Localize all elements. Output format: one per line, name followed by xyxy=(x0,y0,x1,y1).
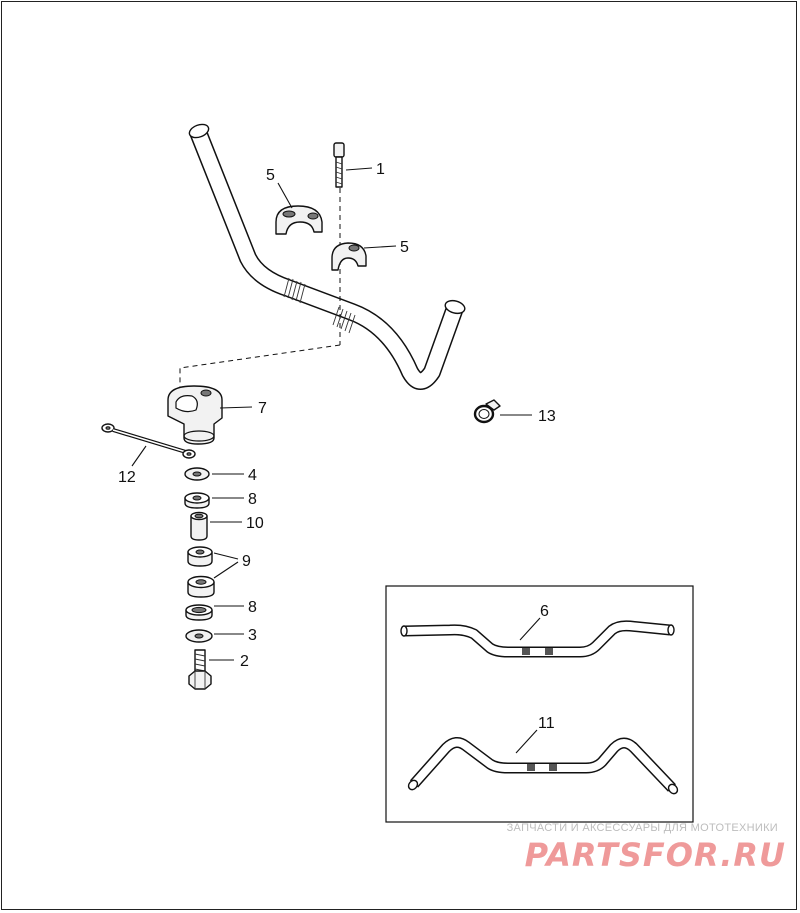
callout-9: 9 xyxy=(242,553,251,570)
part-13-clip xyxy=(473,399,501,424)
callout-12: 12 xyxy=(118,469,136,486)
part-12-ground-strap xyxy=(101,423,196,459)
watermark: ЗАПЧАСТИ И АКСЕССУАРЫ ДЛЯ МОТОТЕХНИКИ PA… xyxy=(507,822,786,874)
part-1-bolt xyxy=(333,142,345,188)
part-5-clamp-left xyxy=(275,205,323,235)
callout-4: 4 xyxy=(248,467,257,484)
part-3-washer xyxy=(185,629,213,643)
callout-5-right: 5 xyxy=(400,239,409,256)
callout-labels: 1 5 5 7 12 4 8 10 9 8 3 2 13 6 11 xyxy=(118,161,556,732)
callout-8-upper: 8 xyxy=(248,491,257,508)
watermark-caption: ЗАПЧАСТИ И АКСЕССУАРЫ ДЛЯ МОТОТЕХНИКИ xyxy=(507,822,778,834)
callout-7: 7 xyxy=(258,400,267,417)
leader-lines xyxy=(131,167,541,754)
callout-10: 10 xyxy=(246,515,264,532)
part-4-washer xyxy=(184,467,210,481)
part-10-spacer-sleeve xyxy=(190,511,208,541)
part-2-bolt xyxy=(188,649,212,690)
part-8-cup-washer-upper xyxy=(184,492,210,509)
part-7-riser xyxy=(167,385,223,445)
callout-2: 2 xyxy=(240,653,249,670)
part-9-bushing-lower xyxy=(187,575,215,598)
callout-5-left: 5 xyxy=(266,167,275,184)
callout-3: 3 xyxy=(248,627,257,644)
part-5-clamp-right xyxy=(331,242,367,271)
part-9-bushing-upper xyxy=(187,546,213,567)
callout-1: 1 xyxy=(376,161,385,178)
callout-8-lower: 8 xyxy=(248,599,257,616)
part-8-cup-washer-lower xyxy=(185,604,213,621)
watermark-logo: PARTSFOR.RU xyxy=(525,836,786,874)
part-11-handlebar-alternate xyxy=(407,737,679,795)
callout-13: 13 xyxy=(538,408,556,425)
part-6-handlebar-alternate xyxy=(400,620,675,658)
callout-6: 6 xyxy=(540,603,549,620)
alternate-handlebars-inset xyxy=(385,585,694,823)
callout-11: 11 xyxy=(538,715,555,732)
knurl-left xyxy=(283,277,306,304)
main-handlebar xyxy=(188,123,466,390)
